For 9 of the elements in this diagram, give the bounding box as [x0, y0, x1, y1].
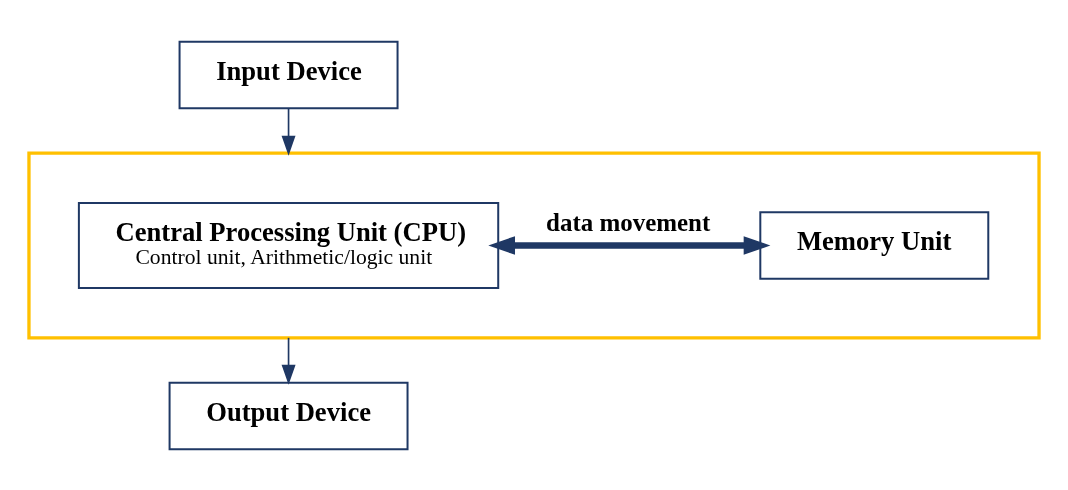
edge-label: data movement [546, 208, 711, 236]
node-box: Input Device [178, 40, 399, 109]
node-box: Output Device [168, 381, 409, 450]
arrow [488, 235, 771, 255]
arrow [281, 107, 296, 156]
node-box: Memory Unit [759, 210, 990, 280]
node-box: Central Processing Unit (CPU) Control unit, Arithmetic/logic unit [77, 201, 500, 289]
cluster [27, 151, 1041, 339]
arrow [281, 336, 296, 385]
